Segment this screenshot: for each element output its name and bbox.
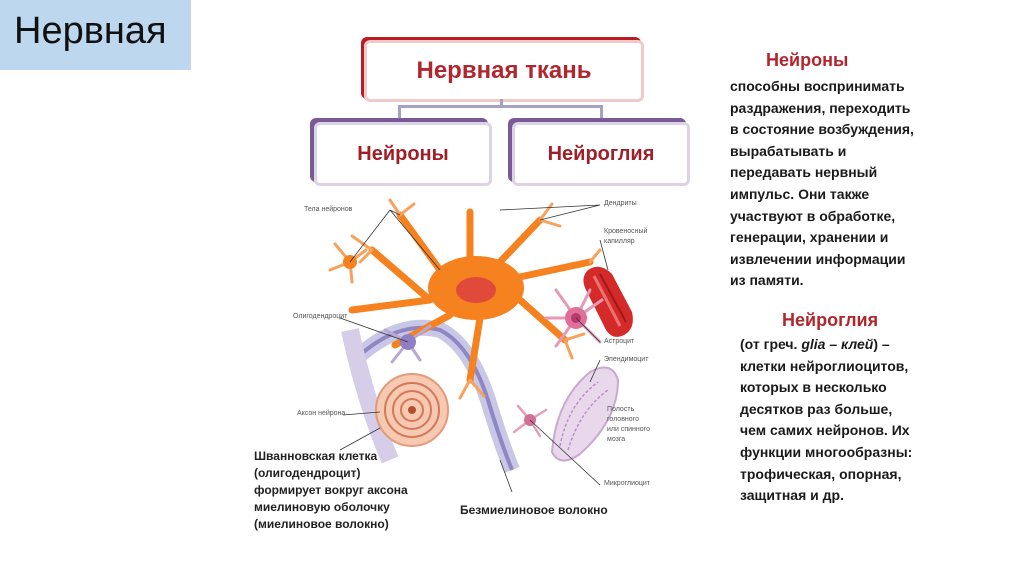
label-cavity-4: мозга bbox=[607, 436, 626, 443]
label-neuron-bodies: Тела нейронов bbox=[304, 206, 353, 213]
neurons-text-line: передавать нервный bbox=[730, 164, 878, 181]
neurons-text-line: раздражения, переходить bbox=[730, 99, 911, 116]
neuroglia-text-line: чем самих нейронов. Их bbox=[740, 422, 910, 439]
neuroglia-text-line-1: (от греч. glia – клей) – bbox=[740, 334, 912, 356]
label-astrocyte: Астроцит bbox=[604, 338, 635, 345]
neuroglia-text-line: клетки нейроглиоцитов, bbox=[740, 357, 909, 374]
schwann-cell-image bbox=[375, 373, 449, 447]
connector-left bbox=[398, 105, 401, 119]
label-cavity-2: головного bbox=[607, 416, 639, 423]
neuroglia-etymology-pre: (от греч. bbox=[740, 336, 802, 352]
neurons-text-line: извлечении информации bbox=[730, 250, 906, 267]
schwann-caption: Шванновская клетка (олигодендроцит) форм… bbox=[254, 448, 408, 533]
label-axon: Аксон нейрона bbox=[297, 410, 346, 417]
neuroglia-heading: Нейроглия bbox=[782, 310, 879, 330]
neuroglia-text-line: трофическая, опорная, bbox=[740, 465, 902, 482]
neurons-text-line: вырабатывать и bbox=[730, 142, 847, 159]
neuroglia-etymology-post: ) – bbox=[873, 336, 890, 352]
neurons-text-line: импульс. Они также bbox=[730, 185, 870, 202]
slide-title: Нервная bbox=[14, 10, 167, 52]
connector-vertical bbox=[500, 99, 503, 107]
label-capillary-2: капилляр bbox=[604, 238, 635, 245]
axon-image bbox=[341, 319, 520, 473]
neurons-box: Нейроны bbox=[314, 122, 492, 186]
label-oligodendrocyte: Олигодендроцит bbox=[293, 313, 348, 320]
neurons-text-line: генерации, хранении и bbox=[730, 229, 889, 246]
ependyma-image bbox=[550, 366, 620, 462]
slide-title-box: Нервная bbox=[0, 0, 191, 70]
neuroglia-text-line: функции многообразны: bbox=[740, 443, 913, 460]
neuroglia-box: Нейроглия bbox=[512, 122, 690, 186]
unmyelinated-caption: Безмиелиновое волокно bbox=[460, 503, 608, 517]
leader-lines bbox=[339, 204, 609, 493]
neurons-text-line: из памяти. bbox=[730, 272, 804, 289]
nervous-tissue-box: Нервная ткань bbox=[364, 40, 644, 102]
neurons-box-label: Нейроны bbox=[357, 142, 449, 165]
neuroglia-box-label: Нейроглия bbox=[547, 142, 655, 165]
neuroglia-text-line: которых в несколько bbox=[740, 379, 887, 396]
neuroglia-text-line: десятков раз больше, bbox=[740, 400, 893, 417]
connector-right bbox=[600, 105, 603, 119]
neuroglia-description: (от греч. glia – клей) – клетки нейрогли… bbox=[740, 334, 912, 507]
schwann-caption-line: (олигодендроцит) bbox=[254, 466, 361, 480]
neurons-text-line: участвуют в обработке, bbox=[730, 207, 896, 224]
schwann-caption-line: формирует вокруг аксона bbox=[254, 483, 408, 497]
neurons-text-line: в состояние возбуждения, bbox=[730, 121, 914, 138]
neuroglia-text-line: защитная и др. bbox=[740, 487, 844, 504]
label-ependymocyte: Эпендимоцит bbox=[604, 356, 649, 363]
nervous-tissue-label: Нервная ткань bbox=[416, 57, 592, 84]
label-capillary-1: Кровеносный bbox=[604, 228, 648, 235]
neurons-heading: Нейроны bbox=[766, 50, 849, 70]
microglia-image bbox=[512, 404, 548, 438]
blood-capillary-image bbox=[583, 266, 633, 337]
connector-horizontal bbox=[398, 105, 603, 108]
neurons-text-line: способны воспринимать bbox=[730, 78, 905, 94]
label-dendrites: Дендриты bbox=[604, 200, 637, 207]
label-cavity-3: или спинного bbox=[607, 426, 650, 433]
neurons-description: способны воспринимать раздражения, перех… bbox=[730, 76, 914, 292]
label-cavity-1: Полость bbox=[607, 406, 635, 413]
schwann-caption-line: Шванновская клетка bbox=[254, 449, 378, 463]
label-microgliocyte: Микроглиоцит bbox=[604, 480, 651, 487]
schwann-caption-line: (миелиновое волокно) bbox=[254, 517, 389, 531]
neuroglia-etymology-term: glia – клей bbox=[801, 336, 874, 352]
schwann-caption-line: миелиновую оболочку bbox=[254, 500, 390, 514]
